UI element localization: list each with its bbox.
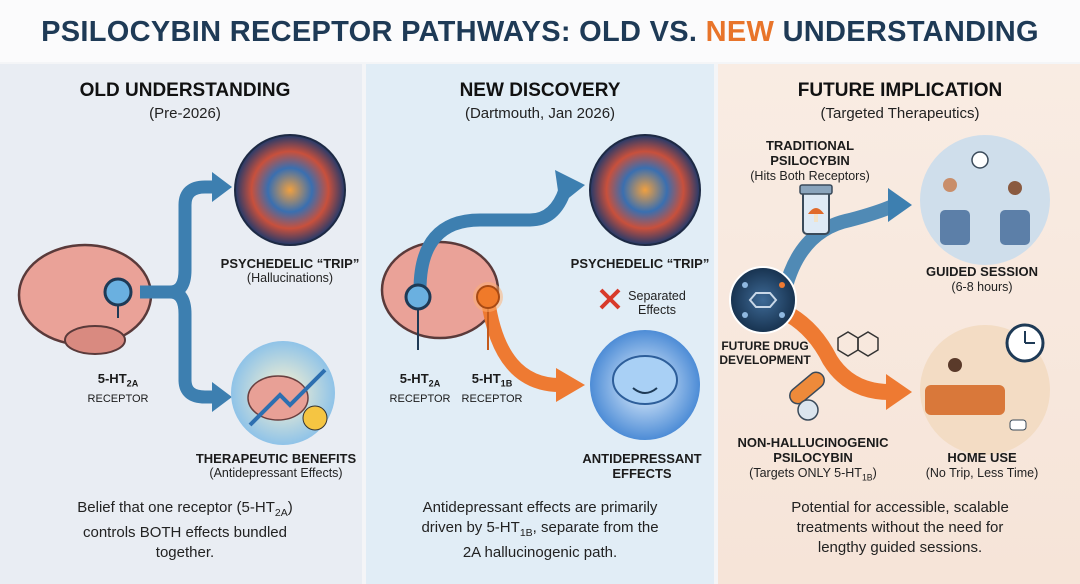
guided-session-duration: (6-8 hours) [951, 280, 1013, 294]
old-heading: OLD UNDERSTANDING [79, 80, 291, 101]
molecule-structure-icon [837, 331, 879, 357]
molecule-icon [729, 266, 797, 334]
receptor-5ht2a-icon [103, 277, 133, 318]
hallucinations-label: (Hallucinations) [246, 271, 334, 285]
pathway-arrow-orange [785, 308, 891, 400]
future-subheading: (Targeted Therapeutics) [820, 105, 980, 122]
home-use-label: HOME USE [947, 450, 1017, 465]
psychedelic-trip-image [234, 134, 346, 246]
psychedelic-trip-label: PSYCHEDELIC “TRIP” [220, 256, 360, 271]
new-subheading: (Dartmouth, Jan 2026) [464, 105, 616, 122]
brain-icon [17, 243, 153, 355]
psychedelic-trip-image [589, 134, 701, 246]
capsule-icon [789, 371, 825, 421]
guided-session-image [920, 135, 1050, 265]
pathway-arrow-up [140, 180, 215, 299]
therapeutic-benefits-label: THERAPEUTIC BENEFITS [195, 451, 357, 466]
page-title: PSILOCYBIN RECEPTOR PATHWAYS: OLD VS. NE… [0, 0, 1080, 62]
pathway-arrow-down [169, 285, 215, 404]
old-description: Belief that one receptor (5-HT2A)control… [77, 499, 293, 561]
receptor-5ht1b-icon [473, 282, 503, 350]
new-heading: NEW DISCOVERY [459, 80, 621, 101]
home-use-sub: (No Trip, Less Time) [925, 466, 1039, 480]
future-heading: FUTURE IMPLICATION [797, 80, 1003, 101]
smiley-icon [302, 405, 328, 431]
pathway-arrow-orange [481, 298, 561, 392]
old-subheading: (Pre-2026) [149, 105, 221, 122]
guided-session-label: GUIDED SESSION [926, 264, 1038, 279]
antidepressant-effects-label: (Antidepressant Effects) [209, 466, 343, 480]
x-mark-icon [599, 288, 621, 310]
pill-bottle-icon [799, 184, 833, 235]
pathway-arrow-blue [413, 187, 572, 291]
psychedelic-trip-label: PSYCHEDELIC “TRIP” [570, 256, 710, 271]
receptor-5ht2a-icon [404, 283, 432, 350]
pathway-arrow-blue [778, 198, 898, 292]
home-use-image [920, 323, 1050, 455]
